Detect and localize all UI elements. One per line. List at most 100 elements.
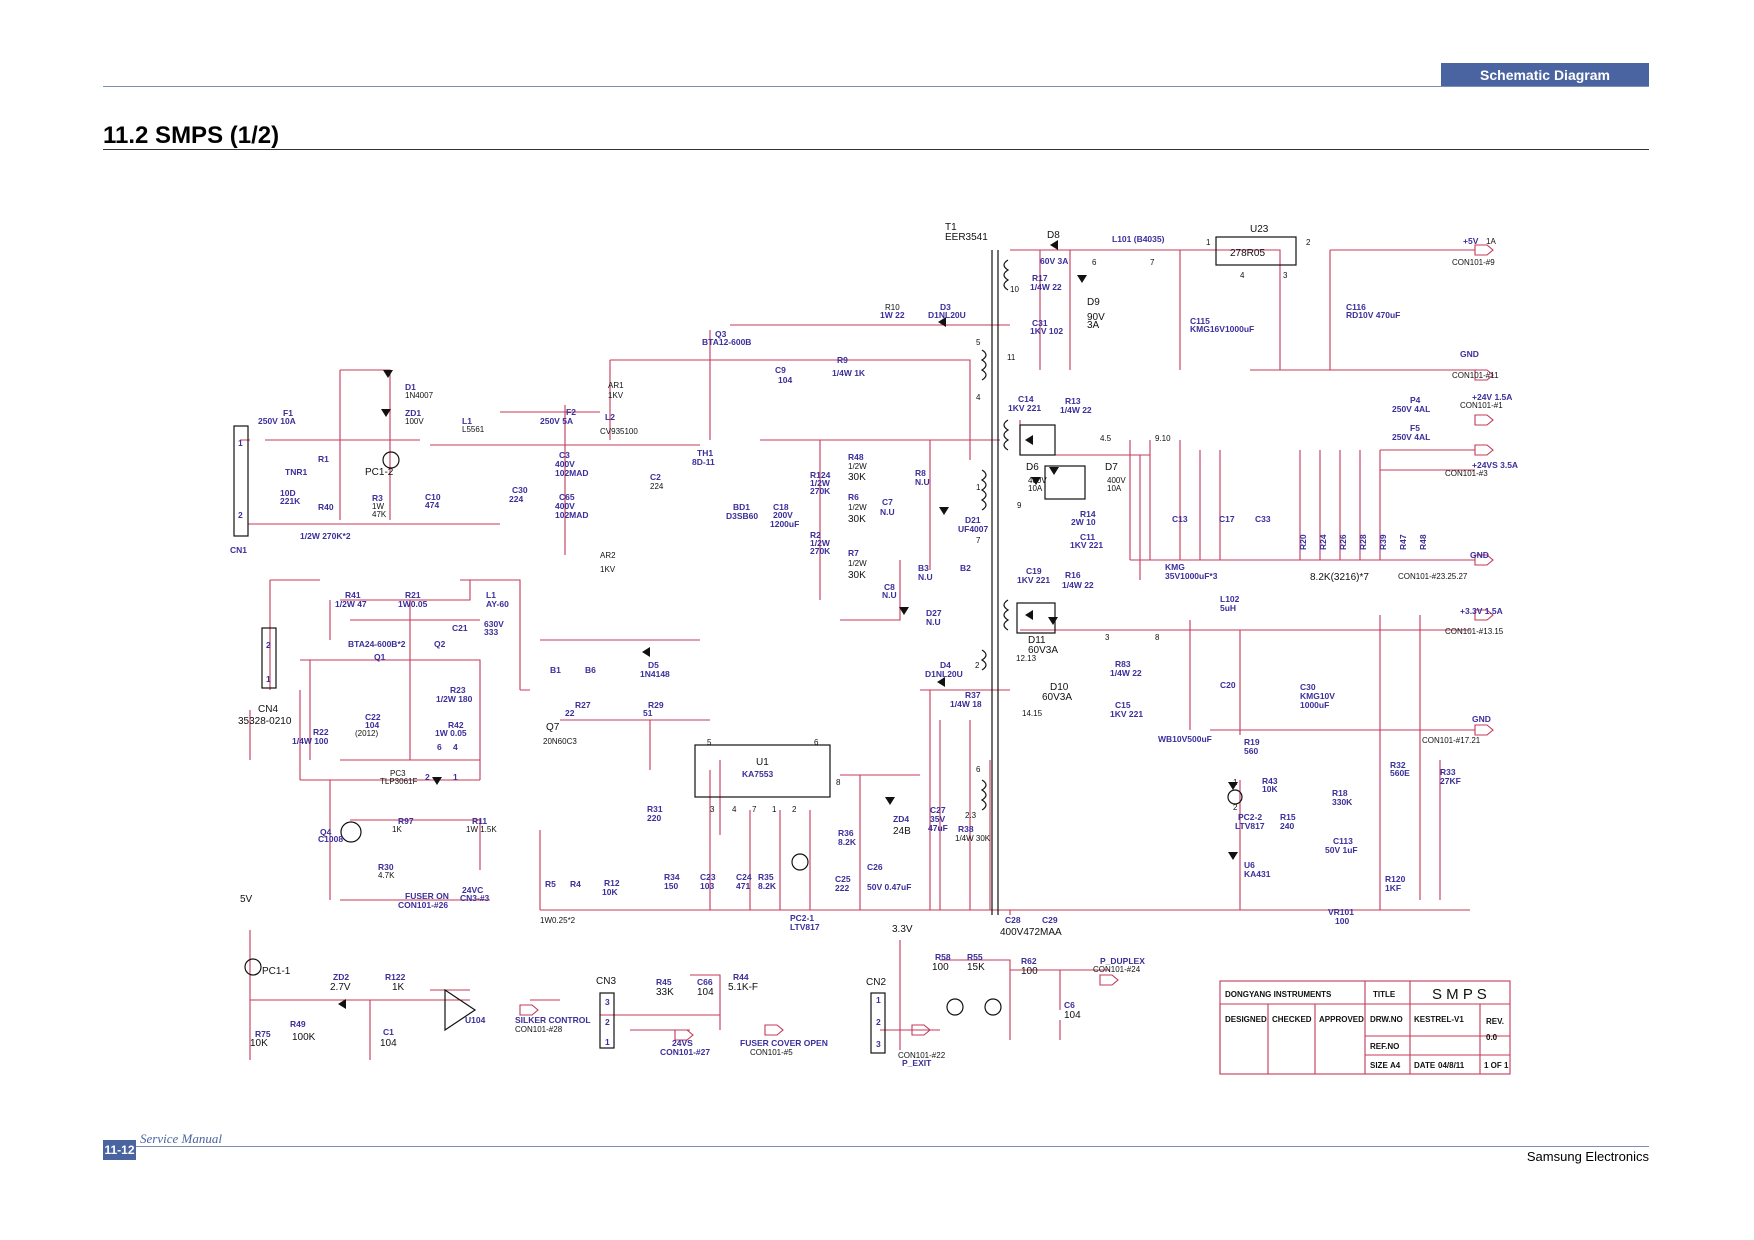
svg-text:PC1-2: PC1-2 <box>365 467 394 478</box>
svg-text:9.10: 9.10 <box>1155 434 1171 443</box>
svg-text:12.13: 12.13 <box>1016 654 1037 663</box>
svg-text:1KV: 1KV <box>608 391 624 400</box>
svg-text:GND: GND <box>1470 550 1489 560</box>
svg-text:BTA24-600B*2: BTA24-600B*2 <box>348 639 406 649</box>
svg-text:N.U: N.U <box>918 572 933 582</box>
svg-text:60V3A: 60V3A <box>1042 692 1072 703</box>
pin-numbers: 1 2 2 1 1 2 4 3 6 7 10 11 5 4 1 7 9 3 8 … <box>238 238 1311 1049</box>
svg-text:KESTREL-V1: KESTREL-V1 <box>1414 1015 1464 1024</box>
svg-text:3: 3 <box>1105 633 1110 642</box>
svg-text:R43: R43 <box>1262 776 1278 786</box>
svg-text:R122: R122 <box>385 972 406 982</box>
svg-text:104: 104 <box>778 375 792 385</box>
svg-text:R42: R42 <box>448 720 464 730</box>
wires <box>240 249 1475 1060</box>
svg-text:150: 150 <box>664 881 678 891</box>
svg-text:KMG16V1000uF: KMG16V1000uF <box>1190 324 1254 334</box>
svg-text:CN3: CN3 <box>596 976 616 987</box>
page-title: 11.2 SMPS (1/2) <box>103 122 280 149</box>
svg-text:L101 (B4035): L101 (B4035) <box>1112 234 1165 244</box>
svg-text:100V: 100V <box>405 417 424 426</box>
svg-text:250V 4AL: 250V 4AL <box>1392 404 1430 414</box>
svg-text:R35: R35 <box>758 872 774 882</box>
svg-text:R15: R15 <box>1280 812 1296 822</box>
svg-text:CN2: CN2 <box>866 977 886 988</box>
connector-cn2 <box>870 992 886 1054</box>
svg-text:D6: D6 <box>1026 462 1039 473</box>
svg-text:R32: R32 <box>1390 760 1406 770</box>
svg-text:1KV 221: 1KV 221 <box>1017 575 1050 585</box>
svg-text:R62: R62 <box>1021 956 1037 966</box>
svg-text:R41: R41 <box>345 590 361 600</box>
svg-text:5: 5 <box>976 338 981 347</box>
svg-text:F5: F5 <box>1410 423 1420 433</box>
svg-text:1K: 1K <box>392 825 402 834</box>
svg-text:C29: C29 <box>1042 915 1058 925</box>
svg-text:B3: B3 <box>918 563 929 573</box>
svg-text:C10: C10 <box>425 492 441 502</box>
svg-text:Q7: Q7 <box>546 722 560 733</box>
svg-text:240: 240 <box>1280 821 1294 831</box>
svg-text:1/2W: 1/2W <box>810 478 831 488</box>
transformer-t1 <box>980 250 1010 915</box>
svg-text:50V 1uF: 50V 1uF <box>1325 845 1358 855</box>
svg-text:60V 3A: 60V 3A <box>1040 256 1068 266</box>
svg-text:4: 4 <box>453 742 458 752</box>
svg-text:U1: U1 <box>756 757 769 768</box>
svg-text:KMG10V: KMG10V <box>1300 691 1335 701</box>
svg-text:P_EXIT: P_EXIT <box>902 1058 932 1068</box>
svg-text:R11: R11 <box>472 816 487 826</box>
svg-text:400V: 400V <box>555 459 575 469</box>
svg-text:C27: C27 <box>930 805 946 815</box>
svg-text:14.15: 14.15 <box>1022 709 1043 718</box>
svg-text:6: 6 <box>976 765 981 774</box>
svg-text:B1: B1 <box>550 665 561 675</box>
ic-u1 <box>694 744 831 798</box>
svg-text:102MAD: 102MAD <box>555 510 589 520</box>
svg-text:560E: 560E <box>1390 768 1410 778</box>
svg-text:224: 224 <box>650 482 664 491</box>
section-tab: Schematic Diagram <box>1441 63 1649 87</box>
svg-text:LTV817: LTV817 <box>790 922 820 932</box>
svg-text:FUSER ON: FUSER ON <box>405 891 449 901</box>
svg-text:1KV 102: 1KV 102 <box>1030 326 1063 336</box>
svg-text:L2: L2 <box>605 412 615 422</box>
svg-text:F2: F2 <box>566 407 576 417</box>
svg-text:CON101-#1: CON101-#1 <box>1460 401 1503 410</box>
svg-text:270K: 270K <box>810 546 831 556</box>
ic-u23 <box>1215 236 1297 266</box>
svg-text:LTV817: LTV817 <box>1235 821 1265 831</box>
svg-text:CON101-#26: CON101-#26 <box>398 900 448 910</box>
svg-text:CON101-#17.21: CON101-#17.21 <box>1422 736 1481 745</box>
svg-text:CHECKED: CHECKED <box>1272 1015 1312 1024</box>
svg-text:3: 3 <box>605 997 610 1007</box>
svg-text:24VC: 24VC <box>462 885 483 895</box>
svg-text:R30: R30 <box>378 862 394 872</box>
svg-text:REF.NO: REF.NO <box>1370 1042 1399 1051</box>
svg-text:04/8/11: 04/8/11 <box>1438 1061 1465 1070</box>
svg-text:R37: R37 <box>965 690 981 700</box>
svg-text:DRW.NO: DRW.NO <box>1370 1015 1403 1024</box>
svg-text:1000uF: 1000uF <box>1300 700 1329 710</box>
svg-text:30K: 30K <box>848 514 866 525</box>
svg-text:R58: R58 <box>935 952 951 962</box>
svg-text:R9: R9 <box>837 355 848 365</box>
svg-text:TH1: TH1 <box>697 448 713 458</box>
svg-text:1: 1 <box>453 772 458 782</box>
svg-text:4: 4 <box>976 393 981 402</box>
svg-text:22: 22 <box>565 708 575 718</box>
svg-text:BTA12-600B: BTA12-600B <box>702 337 751 347</box>
svg-text:1N4007: 1N4007 <box>405 391 434 400</box>
svg-text:8: 8 <box>836 778 841 787</box>
svg-text:10K: 10K <box>1262 784 1278 794</box>
svg-text:100: 100 <box>1021 966 1038 977</box>
svg-text:R120: R120 <box>1385 874 1406 884</box>
svg-text:UF4007: UF4007 <box>958 524 989 534</box>
svg-text:C115: C115 <box>1190 316 1210 326</box>
svg-text:47K: 47K <box>372 510 387 519</box>
svg-text:35V: 35V <box>930 814 945 824</box>
svg-text:C19: C19 <box>1026 566 1042 576</box>
svg-text:C6: C6 <box>1064 1000 1075 1010</box>
svg-text:250V 10A: 250V 10A <box>258 416 296 426</box>
company-name: Samsung Electronics <box>1526 1149 1649 1164</box>
